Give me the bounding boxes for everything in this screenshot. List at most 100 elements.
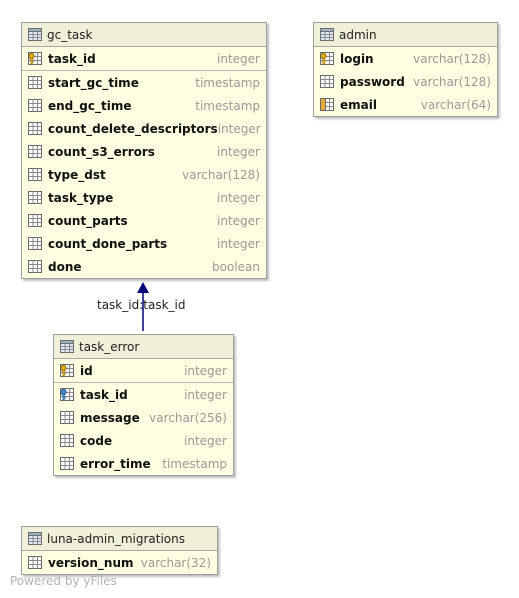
column-icon (28, 556, 42, 569)
column-type: timestamp (195, 75, 260, 90)
column-name: count_parts (48, 213, 128, 228)
column-type: integer (217, 121, 261, 136)
columns-section: login varchar(128) password varchar(128) e… (314, 47, 497, 116)
column-icon (28, 76, 42, 89)
column-row[interactable]: login varchar(128) (314, 47, 497, 70)
table-title: admin (339, 27, 377, 42)
column-row[interactable]: email varchar(64) (314, 93, 497, 116)
primary-key-column-icon (28, 52, 42, 65)
table-admin[interactable]: admin login varchar(128) password varchar(… (313, 22, 498, 117)
column-type: integer (217, 51, 260, 66)
table-icon (28, 532, 42, 545)
column-type: boolean (212, 259, 260, 274)
column-row[interactable]: message varchar(256) (54, 406, 233, 429)
column-name: code (80, 433, 113, 448)
column-name: version_num (48, 555, 134, 570)
column-type: varchar(256) (149, 410, 227, 425)
column-icon (28, 214, 42, 227)
column-name: count_done_parts (48, 236, 168, 251)
column-name: start_gc_time (48, 75, 139, 90)
column-name: task_id (80, 387, 128, 402)
primary-key-column-icon (320, 52, 334, 65)
table-title: task_error (79, 339, 140, 354)
edge-label: task_id:task_id (97, 298, 186, 312)
column-type: varchar(128) (413, 74, 491, 89)
column-type: integer (217, 213, 260, 228)
column-name: email (340, 97, 377, 112)
pk-section: id integer (54, 359, 233, 383)
column-type: integer (217, 236, 260, 251)
column-name: id (80, 363, 93, 378)
column-name: end_gc_time (48, 98, 132, 113)
column-name: task_id (48, 51, 96, 66)
column-icon (320, 75, 334, 88)
column-icon (60, 434, 74, 447)
column-row[interactable]: id integer (54, 359, 233, 382)
column-name: type_dst (48, 167, 106, 182)
column-icon (28, 260, 42, 273)
table-icon (60, 340, 74, 353)
column-name: error_time (80, 456, 151, 471)
column-type: integer (184, 363, 227, 378)
columns-section: start_gc_time timestamp end_gc_time timest… (22, 71, 266, 278)
column-name: task_type (48, 190, 114, 205)
column-name: count_s3_errors (48, 144, 155, 159)
column-name: login (340, 51, 374, 66)
column-row[interactable]: task_id integer (54, 383, 233, 406)
column-name: message (80, 410, 140, 425)
column-row[interactable]: code integer (54, 429, 233, 452)
table-icon (320, 28, 334, 41)
column-row[interactable]: count_done_parts integer (22, 232, 266, 255)
column-name: count_delete_descriptors (48, 121, 218, 136)
column-type: varchar(64) (420, 97, 491, 112)
column-type: timestamp (195, 98, 260, 113)
table-luna-admin-migrations[interactable]: luna-admin_migrations version_num varchar… (21, 526, 218, 575)
column-row[interactable]: end_gc_time timestamp (22, 94, 266, 117)
column-type: integer (184, 433, 227, 448)
column-icon (28, 191, 42, 204)
column-row[interactable]: count_s3_errors integer (22, 140, 266, 163)
column-row[interactable]: start_gc_time timestamp (22, 71, 266, 94)
pk-section: task_id integer (22, 47, 266, 71)
column-type: timestamp (162, 456, 227, 471)
table-header[interactable]: luna-admin_migrations (22, 527, 217, 551)
column-icon (28, 99, 42, 112)
column-row[interactable]: type_dst varchar(128) (22, 163, 266, 186)
table-header[interactable]: admin (314, 23, 497, 47)
column-type: integer (184, 387, 227, 402)
column-row[interactable]: done boolean (22, 255, 266, 278)
column-row[interactable]: version_num varchar(32) (22, 551, 217, 574)
column-row[interactable]: count_parts integer (22, 209, 266, 232)
column-icon (60, 457, 74, 470)
column-type: integer (217, 190, 260, 205)
column-icon (28, 145, 42, 158)
column-row[interactable]: password varchar(128) (314, 70, 497, 93)
column-name: password (340, 74, 405, 89)
column-type: varchar(128) (182, 167, 260, 182)
column-row[interactable]: error_time timestamp (54, 452, 233, 475)
column-row[interactable]: task_type integer (22, 186, 266, 209)
columns-section: version_num varchar(32) (22, 551, 217, 574)
column-type: integer (217, 144, 260, 159)
column-name: done (48, 259, 82, 274)
table-header[interactable]: task_error (54, 335, 233, 359)
column-type: varchar(32) (140, 555, 211, 570)
column-type: varchar(128) (413, 51, 491, 66)
column-icon (60, 411, 74, 424)
column-icon (28, 168, 42, 181)
table-title: luna-admin_migrations (47, 531, 185, 546)
powered-by-footer: Powered by yFiles (10, 574, 117, 588)
table-title: gc_task (47, 27, 93, 42)
column-icon (28, 237, 42, 250)
column-row[interactable]: task_id integer (22, 47, 266, 70)
column-icon (28, 122, 42, 135)
table-header[interactable]: gc_task (22, 23, 266, 47)
edge-arrowhead (137, 282, 149, 293)
foreign-key-column-icon (60, 388, 74, 401)
unique-column-icon (320, 98, 334, 111)
